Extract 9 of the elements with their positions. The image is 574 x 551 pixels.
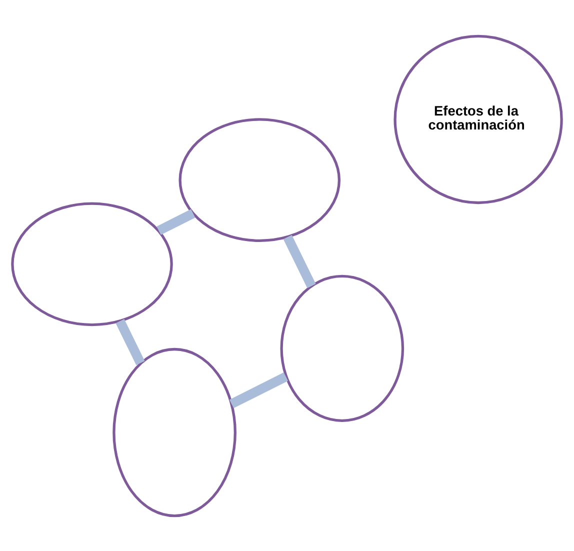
connector <box>156 208 196 234</box>
connector <box>229 372 288 408</box>
node-circle <box>11 202 173 326</box>
connector <box>116 318 145 365</box>
node-circle <box>280 274 404 422</box>
node-circle <box>178 118 341 242</box>
node-circle <box>112 347 236 517</box>
connector <box>283 234 316 288</box>
node-circle: Efectos de la contaminación <box>394 34 563 204</box>
